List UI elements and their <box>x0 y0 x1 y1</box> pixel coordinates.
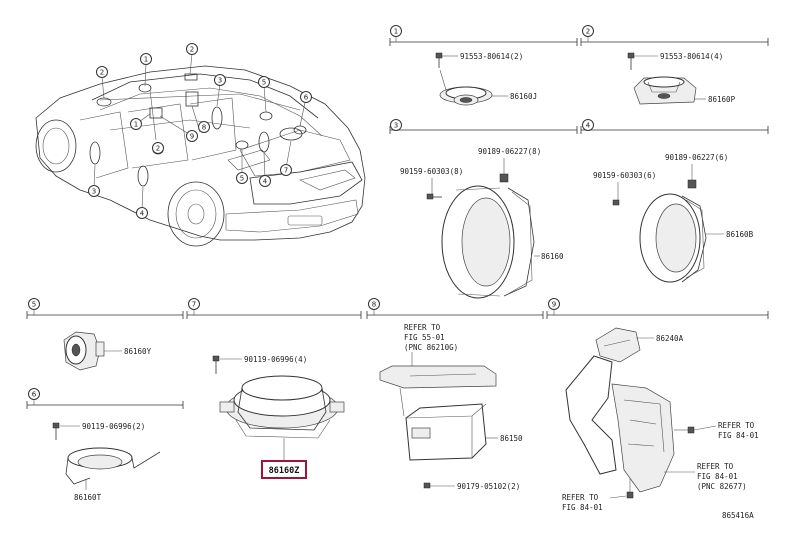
callout-1b: 1 <box>134 121 138 129</box>
section-2-callout: 2 <box>586 28 590 36</box>
section-9-callout: 9 <box>552 301 556 309</box>
section-7: 7 90119-06996(4) 86160Z <box>186 298 362 479</box>
callout-1: 1 <box>144 56 148 64</box>
s2-bolt-number: 91553-80614(4) <box>660 52 723 61</box>
section-6-callout: 6 <box>32 391 37 399</box>
s1-bolt-number: 91553-80614(2) <box>460 52 523 61</box>
s8-ref-line3: (PNC 86210G) <box>404 343 458 352</box>
callout-9: 9 <box>190 133 194 141</box>
section-4: 4 90189-06227(6) 90159-60303(6) 86160B <box>580 119 769 283</box>
callout-5: 5 <box>262 79 266 87</box>
section-4-callout: 4 <box>586 122 591 130</box>
s3-part-number: 86160 <box>541 252 564 261</box>
car-overview <box>35 53 366 247</box>
section-9: 9 86240A REFER TO FIG 84-01 REFER TO FIG… <box>546 298 769 512</box>
section-1-callout: 1 <box>394 28 398 36</box>
callout-3: 3 <box>218 77 222 85</box>
callout-5b: 5 <box>240 175 244 183</box>
s9-refb-line3: (PNC 82677) <box>697 482 747 491</box>
section-7-callout: 7 <box>192 301 196 309</box>
s9-refc-line1: REFER TO <box>562 493 599 502</box>
s3-clip-number: 90189-06227(8) <box>478 147 541 156</box>
s8-ref-line1: REFER TO <box>404 323 441 332</box>
section-3: 3 90189-06227(8) 90159-60303(8) 86160 <box>389 119 578 299</box>
callout-2: 2 <box>100 69 104 77</box>
section-8-callout: 8 <box>372 301 376 309</box>
s7-part-number[interactable]: 86160Z <box>269 466 300 476</box>
section-6: 6 90119-06996(2) 86160T <box>26 388 184 502</box>
section-8: 8 REFER TO FIG 55-01 (PNC 86210G) 86150 … <box>366 298 544 491</box>
callout-6: 6 <box>304 94 309 102</box>
diagram-code: 865416A <box>722 511 754 520</box>
callout-2b: 2 <box>190 46 194 54</box>
section-1: 1 91553-80614(2) 86160J <box>389 25 578 106</box>
s9-part-number: 86240A <box>656 334 684 343</box>
callout-4b: 4 <box>263 178 268 186</box>
s2-part-number: 86160P <box>708 95 736 104</box>
s1-part-number: 86160J <box>510 92 537 101</box>
s4-clip-number: 90189-06227(6) <box>665 153 728 162</box>
s6-bolt-number: 90119-06996(2) <box>82 422 145 431</box>
s9-refb-line2[interactable]: FIG 84-01 <box>697 472 738 481</box>
s4-part-number: 86160B <box>726 230 754 239</box>
callout-2c: 2 <box>156 145 160 153</box>
s5-part-number: 86160Y <box>124 347 152 356</box>
s9-refa-line1: REFER TO <box>718 421 755 430</box>
s8-ref-line2[interactable]: FIG 55-01 <box>404 333 445 342</box>
callout-3b: 3 <box>92 188 96 196</box>
s3-bolt-number: 90159-60303(8) <box>400 167 463 176</box>
callout-8: 8 <box>202 124 206 132</box>
highlight-box[interactable] <box>261 460 307 479</box>
section-5-callout: 5 <box>32 301 36 309</box>
section-2: 2 91553-80614(4) 86160P <box>580 25 769 105</box>
s6-part-number: 86160T <box>74 493 102 502</box>
s8-bolt-number: 90179-05102(2) <box>457 482 520 491</box>
section-5: 5 86160Y <box>26 298 184 371</box>
s9-refc-line2[interactable]: FIG 84-01 <box>562 503 603 512</box>
callout-4: 4 <box>140 210 145 218</box>
s8-part-number: 86150 <box>500 434 523 443</box>
s9-refb-line1: REFER TO <box>697 462 734 471</box>
s9-refa-line2[interactable]: FIG 84-01 <box>718 431 759 440</box>
section-3-callout: 3 <box>394 122 398 130</box>
car-callouts: 1 2 2 3 5 6 1 2 9 8 3 4 5 4 7 <box>88 43 312 219</box>
callout-7: 7 <box>284 167 288 175</box>
s7-bolt-number: 90119-06996(4) <box>244 355 307 364</box>
s4-bolt-number: 90159-60303(6) <box>593 171 656 180</box>
